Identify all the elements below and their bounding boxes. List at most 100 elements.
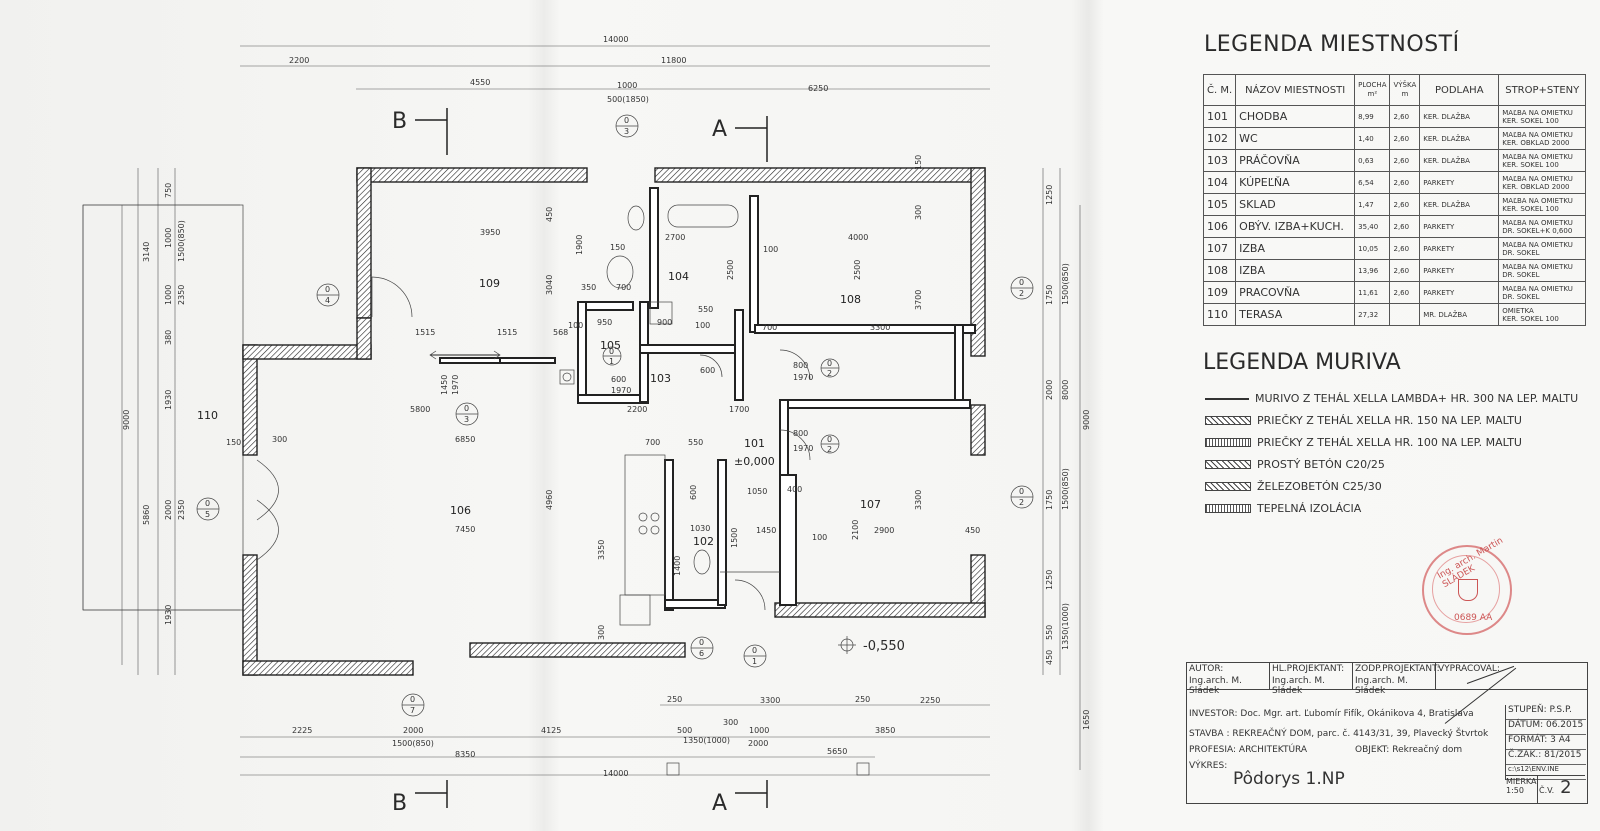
masonry-swatch [1205,416,1251,425]
fixtures [429,204,739,626]
svg-text:1970: 1970 [793,444,813,453]
room-104: 104 [668,270,689,283]
svg-text:3350: 3350 [597,540,606,560]
svg-text:450: 450 [545,207,554,222]
tb-chief-cell: HL.PROJEKTANT:Ing.arch. M. Sládek [1270,663,1353,696]
svg-text:4960: 4960 [545,490,554,510]
room-floor: PARKETY [1419,259,1500,282]
room-num: 109 [1202,281,1237,304]
room-name: KÚPEĽŇA [1235,171,1356,194]
room-labels: 109 104 108 105 103 101 110 106 102 107 … [197,270,905,654]
svg-text:2100: 2100 [851,520,860,540]
svg-text:0: 0 [325,285,330,294]
header-num: Č. M. [1202,74,1237,106]
dim-right-450: 450 [1045,650,1054,665]
tb-format: FORMÁT: 3 A4 [1506,735,1586,750]
masonry-legend-title: LEGENDA MURIVA [1203,350,1401,375]
kitchen-sink [619,594,651,626]
dim-top-11800: 11800 [661,56,686,65]
dim-left-9000: 9000 [122,410,131,430]
dim-top-6250: 6250 [808,84,828,93]
svg-text:2200: 2200 [627,405,647,414]
svg-text:400: 400 [787,485,802,494]
svg-text:1350(1000): 1350(1000) [683,736,730,745]
svg-text:800: 800 [793,361,808,370]
dim-top-1000: 1000 [617,81,637,90]
masonry-item-150: PRIEČKY Z TEHÁL XELLA HR. 150 NA LEP. MA… [1205,414,1522,427]
svg-text:250: 250 [667,695,682,704]
room-101: 101 [744,437,765,450]
masonry-swatch [1205,397,1249,400]
svg-text:950: 950 [597,318,612,327]
section-a-top: A [712,117,727,142]
svg-text:150: 150 [226,438,241,447]
room-num: 110 [1202,303,1237,326]
marker-2-right-lower: 0 2 [1010,485,1034,509]
dim-top-4550: 4550 [470,78,490,87]
room-floor: PARKETY [1419,215,1500,238]
marker-2-door-b: 0 2 [820,434,840,454]
svg-text:1450: 1450 [440,375,449,395]
svg-text:300: 300 [597,625,606,640]
svg-text:8350: 8350 [455,750,475,759]
dim-right-2000: 2000 [1045,380,1054,400]
svg-text:3300: 3300 [870,323,890,332]
tb-zak: Č.ZAK.: 81/2015 [1506,750,1586,765]
tb-drawing-title: Pôdorys 1.NP [1233,769,1345,789]
dim-right-1750b: 1750 [1045,490,1054,510]
svg-text:100: 100 [695,321,710,330]
svg-text:6: 6 [699,649,704,658]
svg-text:600: 600 [689,485,698,500]
tb-vykres-label: VÝKRES: [1189,761,1228,771]
room-height: 2,60 [1389,215,1421,238]
marker-7: 0 7 [401,693,425,717]
svg-text:600: 600 [700,366,715,375]
bathtub [667,204,739,228]
room-floor: KER. DLAŽBA [1419,127,1500,150]
dim-right-550: 550 [1045,625,1054,640]
svg-text:2500: 2500 [853,260,862,280]
dim-left-1500: 1500(850) [177,220,186,262]
svg-text:1515: 1515 [497,328,517,337]
svg-text:0: 0 [464,404,469,413]
level-exterior: -0,550 [863,639,905,654]
room-name: OBÝV. IZBA+KUCH. [1235,215,1356,238]
inner-dimensions: 3950 1900 3040 150 2700 2500 100 4000 25… [226,155,980,640]
room-name: TERASA [1235,303,1356,326]
svg-text:14000: 14000 [603,769,628,778]
svg-text:550: 550 [698,305,713,314]
tb-author-cell: AUTOR:Ing.arch. M. Sládek [1187,663,1270,696]
svg-text:800: 800 [793,429,808,438]
terrace-outline [82,204,244,611]
room-110: 110 [197,409,218,422]
header-name: NÁZOV MIESTNOSTI [1235,74,1356,106]
svg-text:1050: 1050 [747,487,767,496]
room-area: 1,40 [1354,127,1391,150]
masonry-swatch [1205,438,1251,447]
dim-right-9000: 9000 [1082,410,1091,430]
room-height: 2,60 [1389,281,1421,304]
svg-text:300: 300 [272,435,287,444]
room-107: 107 [860,498,881,511]
dim-right-1500: 1500(850) [1061,263,1070,305]
marker-2-right: 0 2 [1010,276,1034,300]
dim-left-380: 380 [164,330,173,345]
svg-text:4000: 4000 [848,233,868,242]
dim-left-1930: 1930 [164,390,173,410]
svg-text:3300: 3300 [914,490,923,510]
room-legend-title: LEGENDA MIESTNOSTÍ [1204,32,1460,57]
marker-5: 0 5 [196,497,220,521]
room-name: WC [1235,127,1356,150]
